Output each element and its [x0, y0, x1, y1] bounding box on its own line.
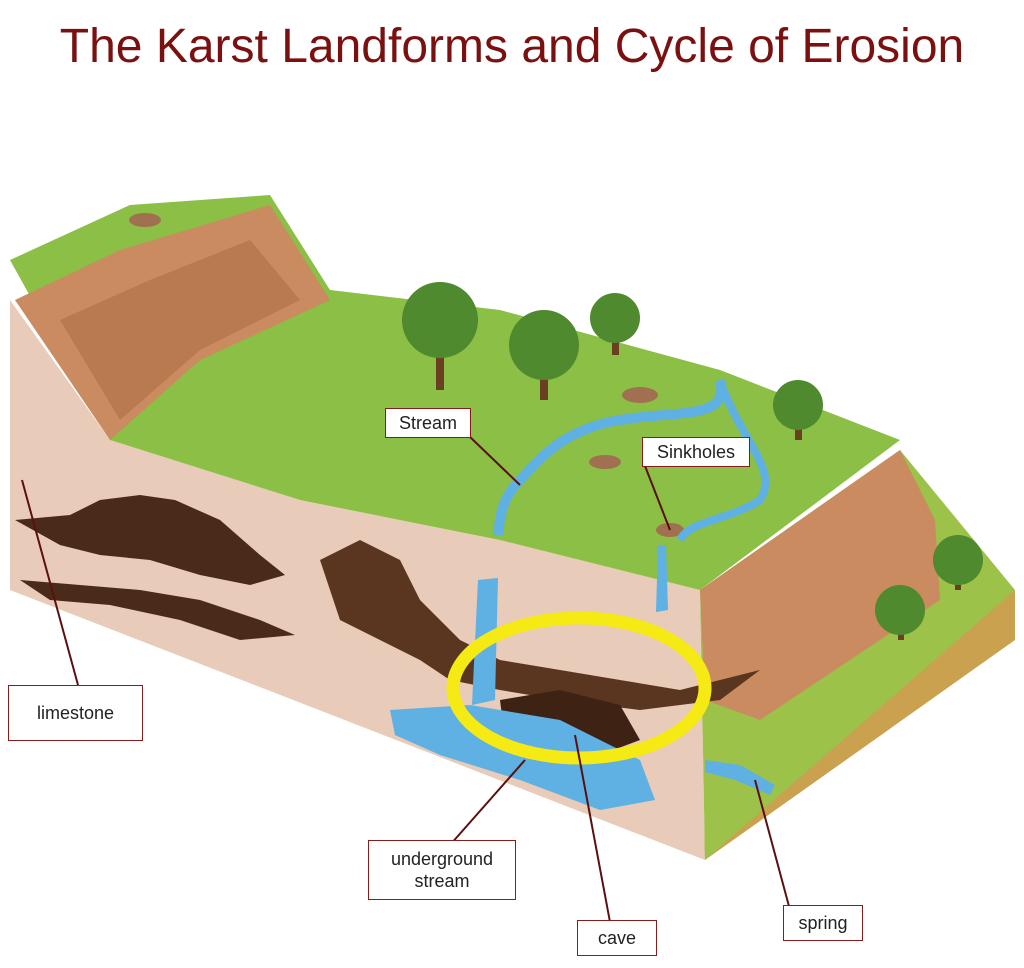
- leader-line: [469, 436, 521, 486]
- upper-cliff-shade: [60, 240, 300, 420]
- cave-channels-left: [15, 495, 285, 585]
- tree-icon: [590, 293, 640, 355]
- sinkhole-icon: [129, 213, 161, 227]
- tree-icon: [933, 535, 983, 590]
- small-waterfall: [656, 545, 668, 612]
- tree-icon: [402, 282, 478, 390]
- cave-label: cave: [577, 920, 657, 956]
- sinkholes-label: Sinkholes: [642, 437, 750, 467]
- stream-label: Stream: [385, 408, 471, 438]
- diagram-title: The Karst Landforms and Cycle of Erosion: [59, 20, 965, 73]
- leader-line: [449, 759, 526, 846]
- underground-stream-label-line1: underground: [390, 849, 494, 869]
- underground-stream-label-line2: stream: [414, 871, 470, 891]
- tree-icon: [875, 585, 925, 640]
- tree-icon: [773, 380, 823, 440]
- cave-channels-left-lower: [20, 580, 295, 640]
- sinkhole-icon: [622, 387, 658, 403]
- surface-stream-branch: [676, 378, 770, 543]
- surface-stream: [493, 378, 727, 536]
- leader-line: [574, 734, 611, 923]
- sinkhole-icon: [589, 455, 621, 469]
- right-cliff: [700, 450, 940, 720]
- tree-icon: [509, 310, 579, 400]
- leader-line: [754, 779, 791, 911]
- leader-line: [21, 479, 79, 686]
- spring-label: spring: [783, 905, 863, 941]
- cave-chamber-middle: [320, 540, 760, 710]
- underground-stream-label: underground stream: [368, 840, 516, 900]
- leader-line: [644, 465, 671, 531]
- limestone-label: limestone: [8, 685, 143, 741]
